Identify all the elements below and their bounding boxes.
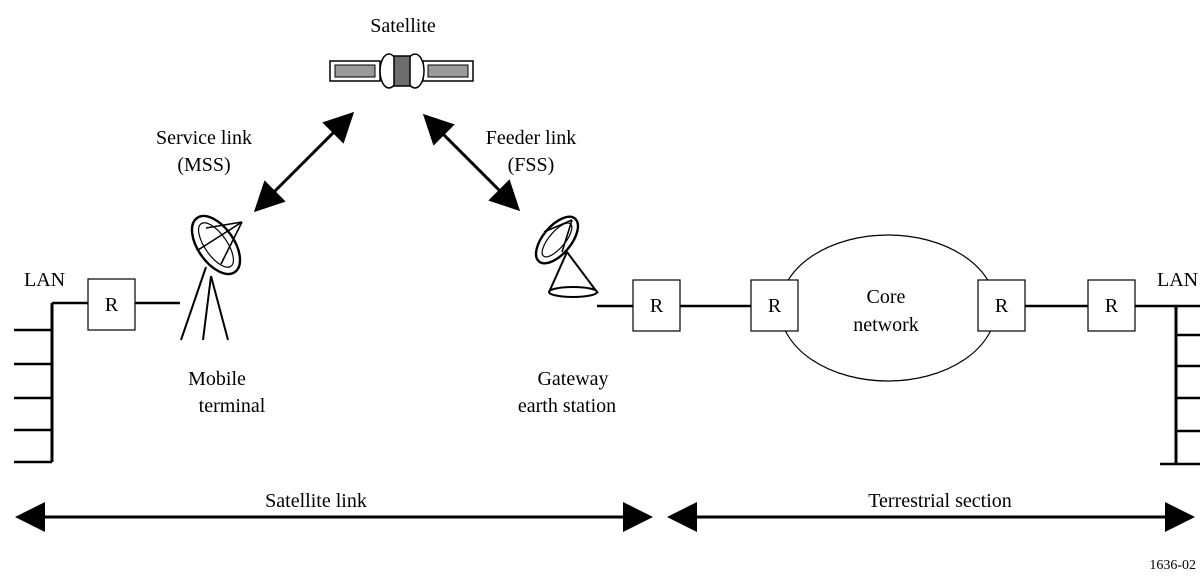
router-5: R — [1087, 279, 1136, 332]
gateway-label: Gateway — [537, 368, 608, 390]
lan-right-label: LAN — [1157, 269, 1198, 291]
service-link-sublabel: (MSS) — [177, 154, 230, 176]
mobile-terminal-sublabel: terminal — [199, 395, 266, 417]
satellite-icon — [329, 53, 474, 89]
satellite-label: Satellite — [370, 15, 436, 37]
router-4: R — [977, 279, 1026, 332]
satellite-link-section-label: Satellite link — [265, 490, 367, 512]
svg-text:R: R — [768, 295, 782, 317]
core-network-sublabel: network — [853, 314, 919, 336]
core-network-cloud — [779, 234, 997, 382]
feeder-link-arrow — [422, 113, 521, 212]
gateway-sublabel: earth station — [518, 395, 616, 417]
feeder-link-label: Feeder link — [486, 127, 577, 149]
terrestrial-section-label: Terrestrial section — [868, 490, 1012, 512]
feeder-link-sublabel: (FSS) — [508, 154, 555, 176]
svg-text:R: R — [1105, 295, 1119, 317]
svg-text:R: R — [105, 294, 119, 316]
mobile-terminal-antenna-icon — [180, 214, 243, 341]
router-2: R — [632, 279, 681, 332]
lan-left-label: LAN — [24, 269, 65, 291]
gateway-earth-station-icon — [534, 215, 600, 298]
mobile-terminal-label: Mobile — [188, 368, 246, 390]
svg-text:R: R — [650, 295, 664, 317]
svg-text:R: R — [995, 295, 1009, 317]
service-link-label: Service link — [156, 127, 252, 149]
router-1: R — [87, 278, 136, 331]
service-link-arrow — [253, 111, 355, 213]
lan-right-bus — [1160, 306, 1200, 466]
core-network-label: Core — [867, 286, 906, 308]
lan-left-bus — [14, 303, 54, 464]
figure-id: 1636-02 — [1149, 558, 1196, 573]
router-3: R — [750, 279, 799, 332]
